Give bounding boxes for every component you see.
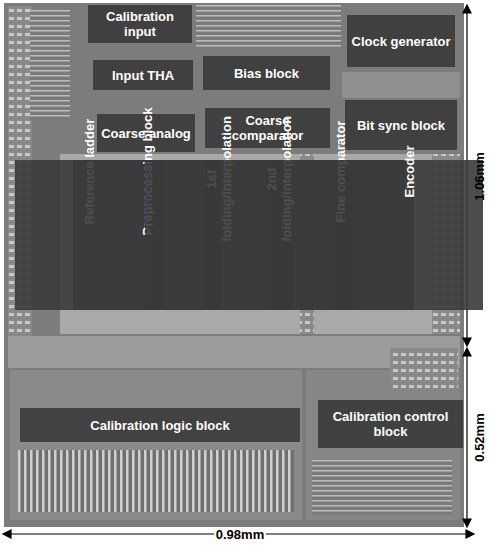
circuit-block: Input THA (93, 60, 193, 90)
circuit-block: Calibration input (88, 5, 192, 43)
block-label: Clock generator (347, 34, 455, 49)
circuit-block: Bias block (203, 56, 330, 90)
circuit-block: Calibration logic block (20, 408, 300, 442)
block-label: Encoder (401, 101, 416, 243)
block-label: Bit sync block (345, 118, 457, 133)
block-label: Calibration control block (318, 409, 463, 439)
block-label: Calibration logic block (20, 418, 300, 433)
circuit-block: Calibration control block (318, 400, 463, 448)
block-label: Bias block (203, 66, 330, 81)
dimension-label: 1.06mm (471, 150, 486, 202)
block-label: Calibration input (88, 9, 192, 39)
circuit-block: Encoder (335, 160, 483, 310)
circuit-block: Bit sync block (345, 100, 457, 150)
dimension-label: 0.52mm (471, 411, 486, 463)
circuit-block: Clock generator (347, 15, 455, 67)
dimension-label: 0.98mm (214, 527, 266, 542)
block-label: Input THA (93, 68, 193, 83)
